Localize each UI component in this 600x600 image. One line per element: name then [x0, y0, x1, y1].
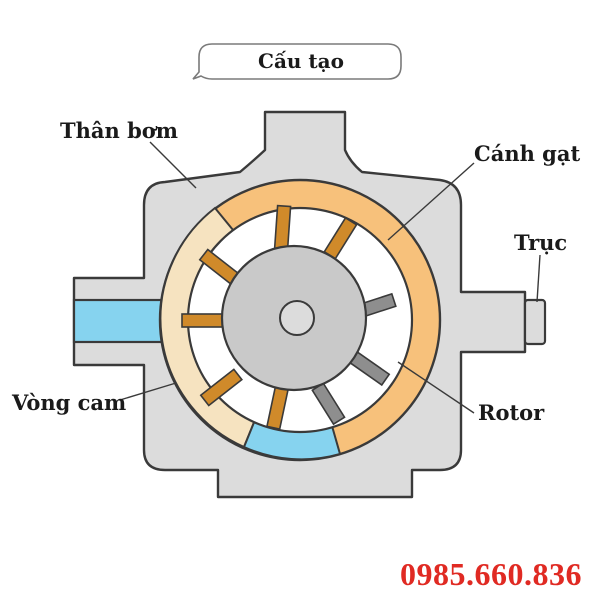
leader-vong-cam [119, 382, 177, 401]
rotor-hub [279, 300, 315, 336]
label-canh-gat: Cánh gạt [474, 141, 581, 166]
vane [199, 368, 243, 407]
leader-truc [536, 254, 541, 303]
vane [181, 313, 227, 328]
leader-canh-gat [387, 162, 475, 241]
leader-than-bom [149, 141, 197, 189]
phone-number: 0985.660.836 [400, 556, 582, 592]
leader-lines [119, 141, 541, 414]
label-rotor: Rotor [478, 400, 545, 425]
label-than-bom: Thân bơm [60, 118, 178, 143]
label-vong-cam: Vòng cam [12, 390, 127, 415]
leader-rotor [397, 361, 475, 414]
diagram-title: Cấu tạo [258, 49, 344, 73]
title-bubble [192, 43, 402, 80]
label-truc: Trục [514, 230, 568, 255]
shaft-stub [523, 298, 547, 346]
